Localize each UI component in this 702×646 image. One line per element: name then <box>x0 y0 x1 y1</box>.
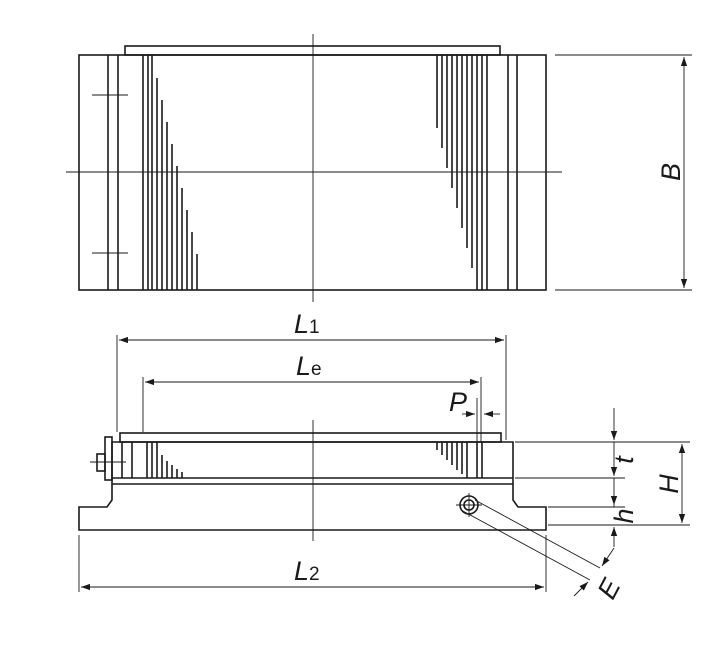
coolant-port <box>456 493 482 517</box>
top-plate <box>124 45 501 56</box>
label-t: t <box>609 455 639 464</box>
dimension-B: B <box>555 54 692 291</box>
label-E: E <box>592 573 627 604</box>
label-h: h <box>609 508 639 523</box>
dimension-L1: L1 <box>116 309 507 440</box>
center-lines-top <box>66 34 562 302</box>
label-H: H <box>654 474 684 494</box>
front-top-plate <box>119 432 502 443</box>
top-view: B <box>66 34 692 302</box>
dimension-P: P <box>449 387 500 442</box>
label-P: P <box>449 387 467 417</box>
label-B: B <box>656 163 686 181</box>
dimension-L2: L2 <box>78 535 547 592</box>
dimension-E: E <box>460 499 627 604</box>
left-pole-lines <box>107 55 153 290</box>
front-left-pole-lines <box>121 442 183 478</box>
right-pole-lines <box>476 55 518 290</box>
front-right-pole-lines <box>436 442 483 478</box>
label-L2: L2 <box>294 556 320 586</box>
label-L1: L1 <box>294 309 320 339</box>
front-view: L1 Le P t h H <box>78 309 690 604</box>
chuck-body-top <box>78 54 547 291</box>
right-hatch-lines <box>436 55 473 268</box>
label-Le: Le <box>296 351 322 381</box>
handle-knob <box>90 436 126 481</box>
front-body-outline <box>78 441 547 531</box>
left-hatch-lines <box>156 78 198 290</box>
dimension-t-h-H: t h H <box>515 408 690 547</box>
dimension-Le: Le <box>142 351 482 442</box>
